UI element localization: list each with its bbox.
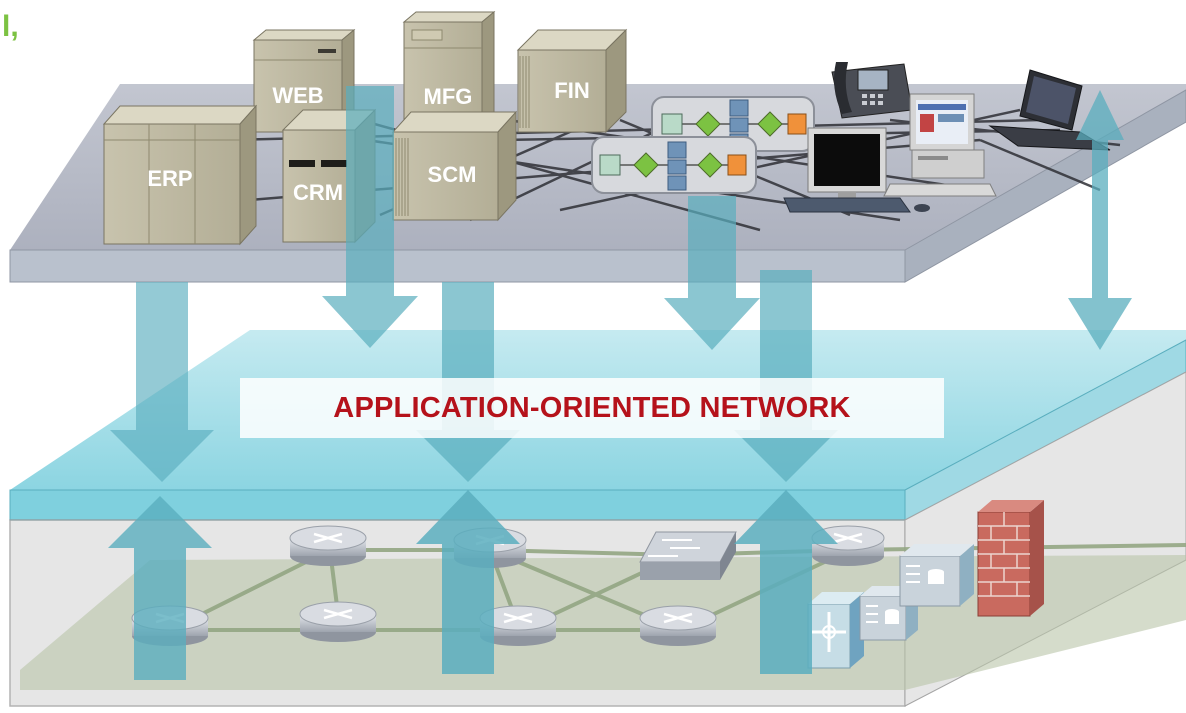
router-icon (299, 601, 377, 642)
server-label-mfg: MFG (424, 84, 473, 109)
up-arrow (734, 490, 838, 674)
router-icon (479, 605, 557, 646)
scm-server-icon: SCM (391, 110, 518, 222)
desktop-computer-icon (883, 93, 997, 197)
switch-icon (639, 531, 737, 580)
down-arrow (322, 86, 418, 348)
banner: APPLICATION-ORIENTED NETWORK (240, 378, 944, 438)
workflow-panel (591, 136, 757, 194)
monitor-icon (807, 127, 887, 198)
keyboard-icon (783, 197, 930, 213)
up-arrow (108, 496, 212, 680)
down-arrow (664, 196, 760, 350)
cache-engine-icon (899, 544, 974, 607)
double-arrow (110, 282, 214, 482)
ip-phone-icon (831, 62, 913, 119)
router-icon (289, 525, 367, 566)
server-label-scm: SCM (428, 162, 477, 187)
up-arrow (416, 490, 520, 674)
content-switch-icon (807, 592, 864, 669)
server-label-erp: ERP (147, 166, 192, 191)
mfg-server-icon: MFG (402, 10, 496, 128)
server-label-web: WEB (272, 83, 323, 108)
corner-mark: l, (2, 10, 19, 43)
double-arrow (1068, 90, 1132, 350)
server-label-fin: FIN (554, 78, 589, 103)
workflow-panel (651, 96, 815, 152)
router-icon (639, 605, 717, 646)
fin-server-icon: FIN (516, 28, 628, 134)
erp-server-icon: ERP (102, 104, 258, 246)
banner-title: APPLICATION-ORIENTED NETWORK (333, 391, 851, 424)
firewall-icon (977, 500, 1044, 617)
laptop-icon (988, 69, 1111, 151)
server-label-crm: CRM (293, 180, 343, 205)
